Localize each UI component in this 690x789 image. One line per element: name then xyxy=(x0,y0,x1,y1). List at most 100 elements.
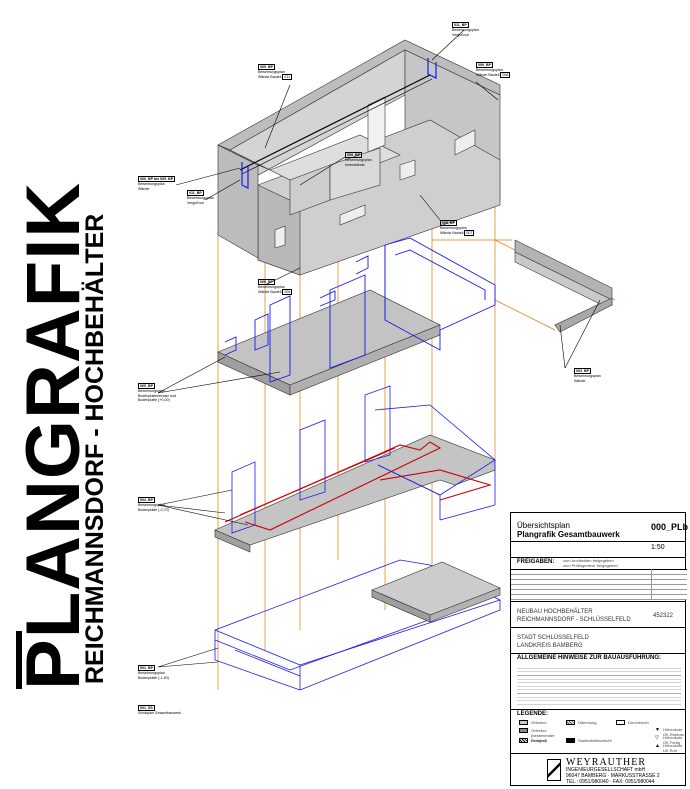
tb-divider xyxy=(511,627,685,628)
legend-swatch xyxy=(519,728,528,733)
company-name: WEYRAUTHER xyxy=(566,757,646,768)
callout: 011_BP Bewehrungsplan Vergußnut xyxy=(452,22,479,37)
callout: 009_BP Bewehrungsplan Wände Bauteil 005 xyxy=(258,279,293,295)
callout-line: Bewehrungsplan xyxy=(187,196,214,201)
revision-table xyxy=(511,569,687,600)
callout: 005_BP Bewehrungsplan Bodenplattenersatz… xyxy=(138,383,176,403)
company-phone: TEL.: 0951/980040 · FAX: 0951/980044 xyxy=(566,779,655,785)
level4-slab xyxy=(371,561,501,623)
plan-number: 000_PLb xyxy=(651,522,689,532)
callout-line: Innenwände xyxy=(345,162,365,167)
callout-line: Wände xyxy=(138,186,150,191)
legend-swatch xyxy=(566,738,575,743)
callout-line: Wände Bauteil 011 xyxy=(258,73,293,80)
callout-line: Bewehrungsplan xyxy=(452,28,479,33)
callout: 009_BP Bewehrungsplan Wände Bauteil 007 xyxy=(440,220,475,236)
callout: 009_BP Bewehrungsplan Innenwände xyxy=(345,152,372,167)
callout-line: Bewehrungsplan xyxy=(138,389,165,394)
tb-divider xyxy=(511,601,685,602)
callout: 009_BP Bewehrungsplan Wände Bauteil 008 xyxy=(476,62,511,78)
callout-line: Wände Bauteil 008 xyxy=(476,71,511,78)
level2-slab xyxy=(217,289,441,396)
callout-line: Bodenplattenersatz und xyxy=(138,393,176,398)
callout-line-part: Bauteil xyxy=(270,74,282,79)
drawing-title-line1: Übersichtsplan xyxy=(517,521,570,530)
elevation-marker-icon: ▼ xyxy=(655,727,660,733)
callout: 001_BP Bewehrungsplan Bodenplatte (-1,60… xyxy=(138,665,169,680)
callout-code: 009_BP xyxy=(345,152,362,159)
tb-title-area: Übersichtsplan Plangrafik Gesamtbauwerk xyxy=(517,521,637,539)
revision-table-divider xyxy=(651,569,652,599)
legend-label: Sauberkeitsschicht xyxy=(578,738,612,743)
callout-line: Bodenplatte (+0,00) xyxy=(138,398,170,403)
callout-code: 004_BP xyxy=(138,497,155,504)
legend-label: Dämmung xyxy=(578,720,597,725)
project-number: 452322 xyxy=(653,613,674,619)
legend-label: Durchbruch xyxy=(628,720,649,725)
callout-line: Bewehrungsplan xyxy=(138,671,165,676)
legend-swatch xyxy=(519,720,528,725)
callout-leaders xyxy=(157,29,601,668)
callout-code: 006_BP bis 009_BP xyxy=(138,176,176,183)
callout: 003_BP Bewehrungsplan Wände xyxy=(574,368,601,383)
callout-line: Bewehrungsplan xyxy=(138,503,165,508)
callout-line: Bewehrungsplan xyxy=(258,285,285,290)
project-name-line2: REICHMANNSDORF - SCHLÜSSELFELD xyxy=(517,617,631,623)
callout-code: 001_SS xyxy=(138,705,155,712)
callout-line-part: Wände xyxy=(258,289,270,294)
callout-line: Bodenplatte (-0,70) xyxy=(138,507,169,512)
legend-title: LEGENDE: xyxy=(517,711,549,717)
notes-body xyxy=(517,665,681,705)
tb-divider xyxy=(511,709,685,710)
notes-title: ALLGEMEINE HINWEISE ZUR BAUAUSFÜHRUNG: xyxy=(517,655,661,661)
callout-code: 009_BP xyxy=(258,279,275,286)
separate-wall-element xyxy=(514,239,613,333)
building-top-concrete xyxy=(217,39,501,276)
callout-code: 009_BP xyxy=(476,62,493,69)
tb-divider xyxy=(511,541,685,542)
freigaben-label: FREIGABEN: xyxy=(517,559,555,565)
project-name-line1: NEUBAU HOCHBEHÄLTER xyxy=(517,609,593,615)
elevation-marker-icon: ▽ xyxy=(655,735,659,741)
callout-line: Vergußnut xyxy=(452,32,469,37)
callout-line: Bewehrungsplan xyxy=(574,374,601,379)
tb-divider xyxy=(511,753,685,754)
level3-slab xyxy=(214,434,496,553)
freigaben-line: zum Prüfingenieur freigegeben xyxy=(563,563,618,568)
callout-line: Bewehrungsplan xyxy=(440,226,467,231)
brand-rule xyxy=(16,631,22,689)
scale-value: 1:50 xyxy=(651,544,665,551)
callout-line-part: Bauteil xyxy=(488,72,500,77)
callout-code: 001_BP xyxy=(138,665,155,672)
callout-line-part: Bauteil xyxy=(270,289,282,294)
legend-label: Höhenkote OK Rohbau xyxy=(663,727,684,737)
callout: 006_BP bis 009_BP Bewehrungsplan Wände xyxy=(138,176,176,191)
callout-line: Schalplan Gesamtbauwerk xyxy=(138,711,181,716)
callout-line: Wände Bauteil 007 xyxy=(440,229,475,236)
callout-code: 011_BP xyxy=(187,190,204,197)
callout: 001_SS Schalplan Gesamtbauwerk xyxy=(138,705,181,716)
callout: 011_BP Bewehrungsplan Vergußnut xyxy=(187,190,214,205)
company-logo-icon xyxy=(547,759,561,781)
callout-tag: 007 xyxy=(464,229,475,236)
client-line2: LANDKREIS BAMBERG xyxy=(517,643,583,649)
level3-rebar-red xyxy=(224,441,492,531)
title-block: Übersichtsplan Plangrafik Gesamtbauwerk … xyxy=(510,512,689,786)
tb-divider xyxy=(511,653,685,654)
callout-code: 009_BP xyxy=(440,220,457,227)
callout-code: 003_BP xyxy=(574,368,591,375)
level4-rebar xyxy=(214,559,501,691)
legend-swatch xyxy=(616,720,625,725)
company-address: 96047 BAMBERG · MARKUSSTRASSE 2 xyxy=(566,773,660,779)
brand-subtitle: REICHMANNSDORF - HOCHBEHÄLTER xyxy=(81,213,109,684)
callout-line: Wände xyxy=(574,378,586,383)
legend-swatch xyxy=(566,720,575,725)
legend-label: Höhenkote UK Roh xyxy=(663,743,683,753)
callout-line-part: Wände xyxy=(440,230,452,235)
callout-line-part: Bauteil xyxy=(452,230,464,235)
top-building-rebar xyxy=(241,58,437,189)
callout-line: Bewehrungsplan xyxy=(345,158,372,163)
level3-rebar-blue xyxy=(231,385,496,534)
level2-walls-rebar xyxy=(224,237,496,383)
